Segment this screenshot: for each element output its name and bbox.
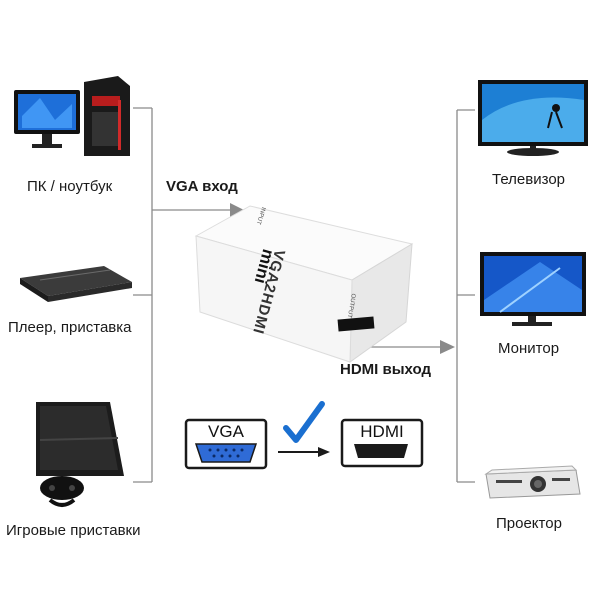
desktop-pc-icon — [14, 76, 130, 156]
vga-connector-icon — [184, 418, 268, 470]
vga-connector-label: VGA — [208, 422, 244, 441]
input-label: VGA вход — [166, 178, 238, 195]
output-arrow-head — [440, 340, 455, 354]
output-label-tv: Телевизор — [492, 171, 566, 188]
output-label-projector: Проектор — [496, 515, 562, 532]
output-bracket — [370, 109, 475, 483]
output-label-monitor: Монитор — [498, 340, 560, 357]
tv-icon — [478, 80, 588, 156]
source-label-player: Плеер, приставка — [8, 319, 132, 336]
input-arrow-head — [230, 203, 244, 217]
converter-device — [194, 205, 414, 363]
hdmi-connector-icon — [340, 418, 424, 468]
output-label: HDMI выход — [340, 361, 431, 378]
source-label-console: Игровые приставки — [6, 522, 141, 539]
game-console-icon — [36, 402, 124, 507]
flow-arrow — [278, 447, 330, 457]
media-player-icon — [20, 266, 132, 302]
hdmi-connector-label: HDMI — [360, 422, 404, 441]
source-label-pc: ПК / ноутбук — [27, 178, 113, 195]
projector-icon — [484, 465, 581, 499]
monitor-icon — [480, 252, 586, 326]
checkmark-icon — [283, 401, 325, 443]
hdmi-port — [337, 316, 375, 332]
source-bracket — [133, 107, 230, 483]
